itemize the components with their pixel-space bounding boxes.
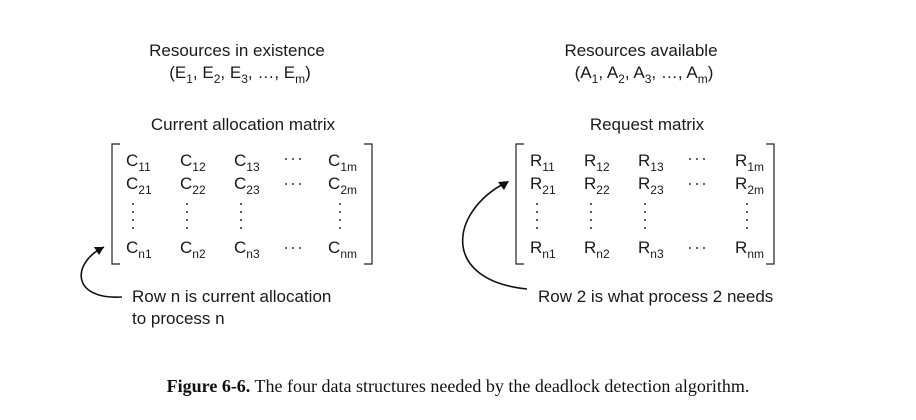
allocation-v-ellipsis-dot <box>186 211 188 213</box>
available-title: Resources available <box>564 41 717 60</box>
figure-label: Figure 6-6. <box>166 376 251 396</box>
existence-title: Resources in existence <box>149 41 325 60</box>
request-cell-13: R13 <box>638 151 664 174</box>
request-h-ellipsis-dot <box>696 158 698 160</box>
request-v-ellipsis-dot <box>590 203 592 205</box>
request-h-ellipsis-dot <box>689 183 691 185</box>
allocation-cell-n1: Cn1 <box>126 238 152 261</box>
request-h-ellipsis-dot <box>703 158 705 160</box>
allocation-h-ellipsis-dot <box>292 158 294 160</box>
request-h-ellipsis-dot <box>703 247 705 249</box>
allocation-v-ellipsis-dot <box>132 227 134 229</box>
allocation-v-ellipsis-dot <box>240 227 242 229</box>
request-matrix-left-bracket <box>515 143 524 265</box>
request-h-ellipsis-dot <box>689 158 691 160</box>
request-v-ellipsis-dot <box>590 227 592 229</box>
request-v-ellipsis-dot <box>746 203 748 205</box>
request-v-ellipsis-dot <box>746 211 748 213</box>
row-2-annotation: Row 2 is what process 2 needs <box>538 287 773 306</box>
allocation-cell-11: C11 <box>126 151 151 174</box>
allocation-h-ellipsis-dot <box>299 158 301 160</box>
row-n-annotation-line-2: to process n <box>132 309 225 328</box>
allocation-h-ellipsis-dot <box>285 183 287 185</box>
allocation-cell-n3: Cn3 <box>234 238 260 261</box>
request-v-ellipsis-dot <box>536 219 538 221</box>
allocation-cell-2m: C2m <box>328 174 357 197</box>
request-cell-21: R21 <box>530 174 556 197</box>
request-h-ellipsis-dot <box>689 247 691 249</box>
allocation-v-ellipsis-dot <box>132 203 134 205</box>
allocation-v-ellipsis-dot <box>186 219 188 221</box>
available-vector: (A1, A2, A3, …, Am) <box>575 63 714 86</box>
request-v-ellipsis-dot <box>590 219 592 221</box>
request-cell-23: R23 <box>638 174 664 197</box>
request-v-ellipsis-dot <box>590 211 592 213</box>
available-vector-text: (A1, A2, A3, …, Am) <box>575 63 714 86</box>
allocation-v-ellipsis-dot <box>132 211 134 213</box>
request-v-ellipsis-dot <box>536 203 538 205</box>
existence-vector-text: (E1, E2, E3, …, Em) <box>169 63 311 86</box>
request-cell-1m: R1m <box>735 151 764 174</box>
allocation-h-ellipsis-dot <box>285 158 287 160</box>
allocation-v-ellipsis-dot <box>186 227 188 229</box>
allocation-matrix-right-bracket <box>364 143 373 265</box>
existence-vector: (E1, E2, E3, …, Em) <box>169 63 311 86</box>
allocation-v-ellipsis-dot <box>240 219 242 221</box>
allocation-v-ellipsis-dot <box>186 203 188 205</box>
allocation-h-ellipsis-dot <box>299 183 301 185</box>
row-n-arrow <box>80 246 123 298</box>
allocation-cell-n2: Cn2 <box>180 238 206 261</box>
row-2-arrow <box>461 182 528 290</box>
allocation-v-ellipsis-dot <box>240 203 242 205</box>
request-h-ellipsis-dot <box>696 247 698 249</box>
request-h-ellipsis-dot <box>696 183 698 185</box>
request-matrix-right-bracket <box>766 143 775 265</box>
request-h-ellipsis-dot <box>703 183 705 185</box>
request-v-ellipsis-dot <box>536 227 538 229</box>
request-v-ellipsis-dot <box>536 211 538 213</box>
request-cell-22: R22 <box>584 174 610 197</box>
allocation-v-ellipsis-dot <box>339 203 341 205</box>
allocation-v-ellipsis-dot <box>240 211 242 213</box>
allocation-h-ellipsis-dot <box>292 183 294 185</box>
request-v-ellipsis-dot <box>644 203 646 205</box>
request-v-ellipsis-dot <box>746 219 748 221</box>
allocation-v-ellipsis-dot <box>339 227 341 229</box>
allocation-v-ellipsis-dot <box>339 211 341 213</box>
request-v-ellipsis-dot <box>644 211 646 213</box>
allocation-cell-22: C22 <box>180 174 206 197</box>
row-n-arrowhead <box>94 247 104 255</box>
allocation-h-ellipsis-dot <box>285 247 287 249</box>
request-v-ellipsis-dot <box>644 219 646 221</box>
allocation-h-ellipsis-dot <box>299 247 301 249</box>
request-cell-n1: Rn1 <box>530 238 556 261</box>
request-v-ellipsis-dot <box>746 227 748 229</box>
request-cell-12: R12 <box>584 151 610 174</box>
figure-caption-text: The four data structures needed by the d… <box>254 376 750 396</box>
request-v-ellipsis-dot <box>644 227 646 229</box>
row-n-annotation-line-1: Row n is current allocation <box>132 287 331 306</box>
allocation-cell-1m: C1m <box>328 151 357 174</box>
request-cell-n3: Rn3 <box>638 238 664 261</box>
allocation-cell-23: C23 <box>234 174 260 197</box>
allocation-v-ellipsis-dot <box>339 219 341 221</box>
figure-caption: Figure 6-6. The four data structures nee… <box>0 376 916 397</box>
allocation-cell-nm: Cnm <box>328 238 357 261</box>
allocation-cell-12: C12 <box>180 151 206 174</box>
allocation-matrix-title: Current allocation matrix <box>151 115 336 134</box>
allocation-v-ellipsis-dot <box>132 219 134 221</box>
allocation-h-ellipsis-dot <box>292 247 294 249</box>
request-cell-n2: Rn2 <box>584 238 610 261</box>
row-2-arrowhead <box>498 181 509 190</box>
allocation-matrix-left-bracket <box>111 143 120 265</box>
allocation-cell-21: C21 <box>126 174 152 197</box>
request-matrix-title: Request matrix <box>590 115 705 134</box>
request-cell-nm: Rnm <box>735 238 764 261</box>
request-cell-11: R11 <box>530 151 555 174</box>
allocation-cell-13: C13 <box>234 151 260 174</box>
request-cell-2m: R2m <box>735 174 764 197</box>
